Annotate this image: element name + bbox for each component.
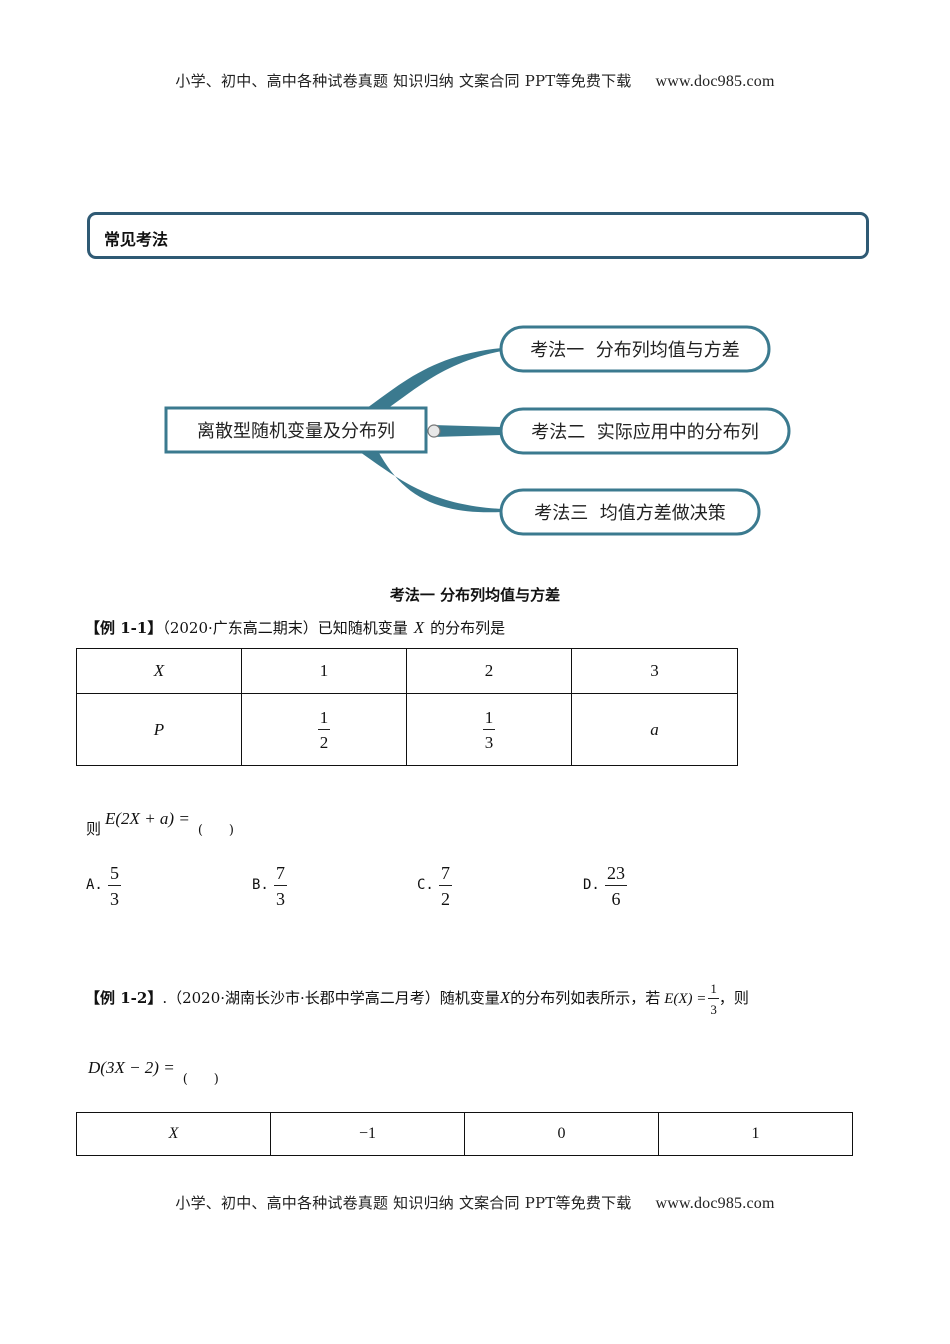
example-2-var: X (499, 988, 511, 1007)
table-cell: P (76, 693, 242, 766)
table-cell: X (76, 1112, 271, 1156)
section-box-title: 常见考法 (104, 230, 169, 249)
mindmap-diagram: 离散型随机变量及分布列 考法一 分布列均值与方差 考法二 实际应用中的分布列 考… (164, 325, 791, 536)
mindmap-center-node (164, 406, 428, 454)
fraction-denominator: 3 (275, 889, 285, 909)
table-cell: −1 (270, 1112, 465, 1156)
section-box: 常见考法 (87, 212, 869, 259)
question-paren: ( ) (197, 823, 234, 838)
footer-text: 小学、初中、高中各种试卷真题 知识归纳 文案合同 PPT等免费下载 (175, 1194, 632, 1212)
mindmap-branch-label-1: 考法一 分布列均值与方差 (530, 340, 739, 361)
example-1-tail: 的分布列是 (430, 619, 506, 637)
table-cell: 1 (658, 1112, 853, 1156)
question-paren: ( ) (182, 1072, 219, 1087)
example-2-text2: 的分布列如表所示，若 (510, 989, 661, 1007)
fraction-denominator: 3 (109, 889, 119, 909)
fraction-denominator: 3 (484, 732, 494, 752)
mindmap-connector-3 (360, 451, 502, 513)
example-1-label: 【例 1-1】 (85, 619, 163, 637)
mindmap-branch-node-2 (499, 407, 791, 455)
mindmap-connector-2 (432, 425, 502, 437)
fraction-denominator: 2 (440, 889, 450, 909)
header-text: 小学、初中、高中各种试卷真题 知识归纳 文案合同 PPT等免费下载 (175, 72, 632, 90)
table-cell: 0 (464, 1112, 659, 1156)
example-1-question: 则E(2X + a) = ( ) (86, 808, 234, 838)
footer-site-link[interactable]: www.doc985.com (655, 1195, 775, 1212)
example-1-var: X (413, 618, 425, 637)
example-2-label: 【例 1-2】 (85, 989, 163, 1007)
example-2-condition: E(X) = (664, 991, 707, 1007)
header-site-link[interactable]: www.doc985.com (655, 73, 775, 90)
mindmap-center-label: 离散型随机变量及分布列 (197, 421, 395, 442)
example-2-question: D(3X − 2) = ( ) (88, 1058, 219, 1087)
page-header: 小学、初中、高中各种试卷真题 知识归纳 文案合同 PPT等免费下载 www.doc… (0, 70, 950, 91)
fraction-numerator: 7 (438, 864, 452, 886)
question-expression: D(3X − 2) = (88, 1058, 175, 1077)
example-1-source: （2020·广东高二期末）已知随机变量 (162, 619, 408, 637)
fraction-numerator: 1 (317, 709, 331, 730)
fraction-denominator: 3 (710, 1002, 717, 1017)
mindmap-branch-node-3 (499, 488, 761, 536)
example-1-intro: 【例 1-1】（2020·广东高二期末）已知随机变量 X 的分布列是 (85, 617, 505, 638)
table-cell: 1 (241, 648, 407, 694)
example-2-text: .（2020·湖南长沙市·长郡中学高二月考）随机变量 (162, 989, 500, 1007)
fraction-numerator: 23 (604, 864, 627, 886)
table-row: X 1 2 3 (76, 648, 738, 694)
example-2-intro: 【例 1-2】.（2020·湖南长沙市·长郡中学高二月考）随机变量X的分布列如表… (85, 982, 749, 1016)
mindmap-branch-label-2: 考法二 实际应用中的分布列 (531, 422, 758, 443)
option-label: D. (583, 876, 600, 893)
question-prefix: 则 (86, 820, 102, 838)
fraction-denominator: 6 (611, 889, 621, 909)
distribution-table-2: X −1 0 1 (76, 1112, 853, 1156)
table-cell: 2 (406, 648, 572, 694)
table-cell: a (571, 693, 738, 766)
option-label: B. (252, 876, 269, 893)
mindmap-collapse-dot (427, 424, 441, 438)
table-cell: X (76, 648, 242, 694)
mindmap-connector-1 (360, 348, 502, 415)
mindmap-branch-label-3: 考法三 均值方差做决策 (534, 503, 725, 524)
fraction-numerator: 7 (273, 864, 287, 886)
fraction-numerator: 1 (482, 709, 496, 730)
question-expression: E(2X + a) = (105, 809, 190, 828)
table-cell: 3 (571, 648, 738, 694)
mindmap-branch-node-1 (499, 325, 771, 373)
option-label: A. (86, 876, 103, 893)
page-footer: 小学、初中、高中各种试卷真题 知识归纳 文案合同 PPT等免费下载 www.doc… (0, 1192, 950, 1213)
option-label: C. (417, 876, 434, 893)
fraction-numerator: 5 (107, 864, 121, 886)
example-2-text3: ，则 (718, 989, 749, 1007)
fraction-denominator: 2 (319, 732, 329, 752)
section-title: 考法一 分布列均值与方差 (389, 586, 561, 604)
fraction-numerator: 1 (708, 982, 719, 999)
table-row: X −1 0 1 (76, 1112, 853, 1156)
